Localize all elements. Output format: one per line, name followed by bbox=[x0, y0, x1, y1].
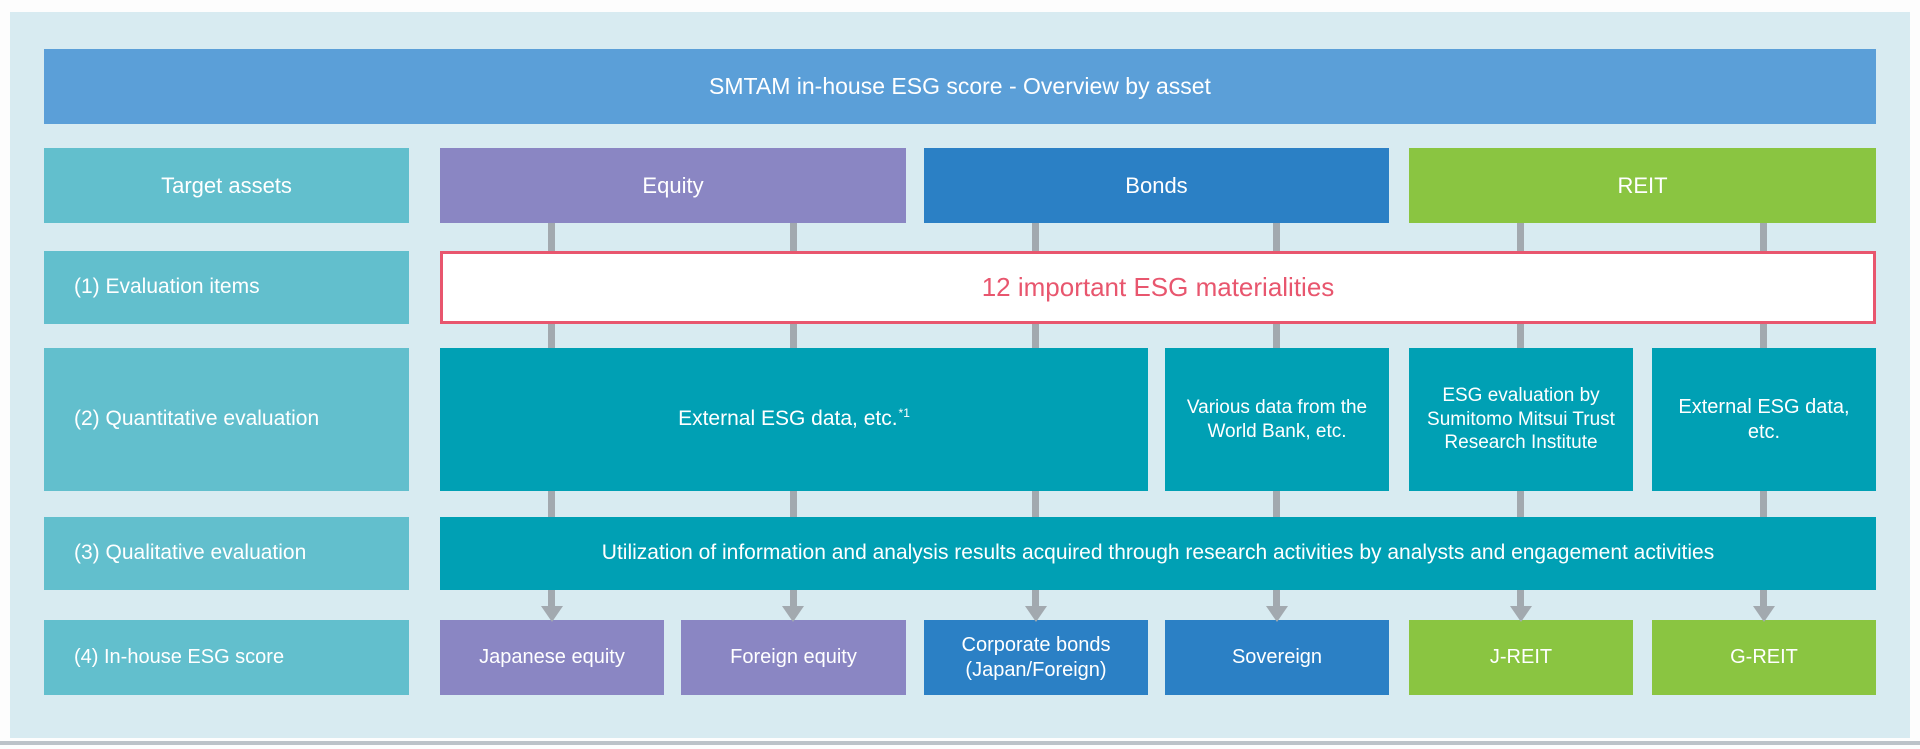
connector-line bbox=[1760, 590, 1767, 607]
connector-line bbox=[790, 491, 797, 517]
score-foreign-equity: Foreign equity bbox=[681, 620, 906, 695]
connector-line bbox=[790, 223, 797, 251]
score-g-reit: G-REIT bbox=[1652, 620, 1876, 695]
connector-line bbox=[1032, 491, 1039, 517]
connector-line bbox=[548, 324, 555, 348]
connector-line bbox=[1273, 324, 1280, 348]
smt-research-institute-box: ESG evaluation by Sumitomo Mitsui Trust … bbox=[1409, 348, 1633, 491]
connector-line bbox=[1032, 324, 1039, 348]
arrow-down-icon bbox=[541, 606, 563, 622]
diagram-title: SMTAM in-house ESG score - Overview by a… bbox=[44, 49, 1876, 124]
connector-line bbox=[1517, 223, 1524, 251]
external-esg-data-wide-label: External ESG data, etc. bbox=[678, 407, 898, 431]
connector-line bbox=[1760, 223, 1767, 251]
qualitative-utilization-box: Utilization of information and analysis … bbox=[440, 517, 1876, 590]
external-esg-data-wide-box: External ESG data, etc.*1 bbox=[440, 348, 1148, 491]
label-in-house-esg-score: (4) In-house ESG score bbox=[44, 620, 409, 695]
arrow-down-icon bbox=[1510, 606, 1532, 622]
connector-line bbox=[548, 223, 555, 251]
connector-line bbox=[790, 590, 797, 607]
connector-line bbox=[548, 491, 555, 517]
esg-materialities-box: 12 important ESG materialities bbox=[440, 251, 1876, 324]
arrow-down-icon bbox=[1025, 606, 1047, 622]
arrow-down-icon bbox=[1753, 606, 1775, 622]
asset-bonds: Bonds bbox=[924, 148, 1389, 223]
connector-line bbox=[1760, 324, 1767, 348]
asset-reit: REIT bbox=[1409, 148, 1876, 223]
score-sovereign: Sovereign bbox=[1165, 620, 1389, 695]
connector-line bbox=[1517, 590, 1524, 607]
arrow-down-icon bbox=[782, 606, 804, 622]
connector-line bbox=[790, 324, 797, 348]
connector-line bbox=[1273, 223, 1280, 251]
label-evaluation-items: (1) Evaluation items bbox=[44, 251, 409, 324]
connector-line bbox=[1517, 491, 1524, 517]
external-esg-data-box: External ESG data, etc. bbox=[1652, 348, 1876, 491]
connector-line bbox=[1760, 491, 1767, 517]
arrow-down-icon bbox=[1266, 606, 1288, 622]
page-bottom-rule bbox=[0, 741, 1920, 745]
score-corporate-bonds: Corporate bonds (Japan/Foreign) bbox=[924, 620, 1148, 695]
connector-line bbox=[1032, 590, 1039, 607]
asset-equity: Equity bbox=[440, 148, 906, 223]
connector-line bbox=[1032, 223, 1039, 251]
label-qualitative-evaluation: (3) Qualitative evaluation bbox=[44, 517, 409, 590]
world-bank-data-box: Various data from the World Bank, etc. bbox=[1165, 348, 1389, 491]
score-j-reit: J-REIT bbox=[1409, 620, 1633, 695]
footnote-marker: *1 bbox=[898, 406, 910, 421]
connector-line bbox=[1273, 491, 1280, 517]
label-quantitative-evaluation: (2) Quantitative evaluation bbox=[44, 348, 409, 491]
score-japanese-equity: Japanese equity bbox=[440, 620, 664, 695]
connector-line bbox=[1273, 590, 1280, 607]
label-target-assets: Target assets bbox=[44, 148, 409, 223]
connector-line bbox=[1517, 324, 1524, 348]
connector-line bbox=[548, 590, 555, 607]
